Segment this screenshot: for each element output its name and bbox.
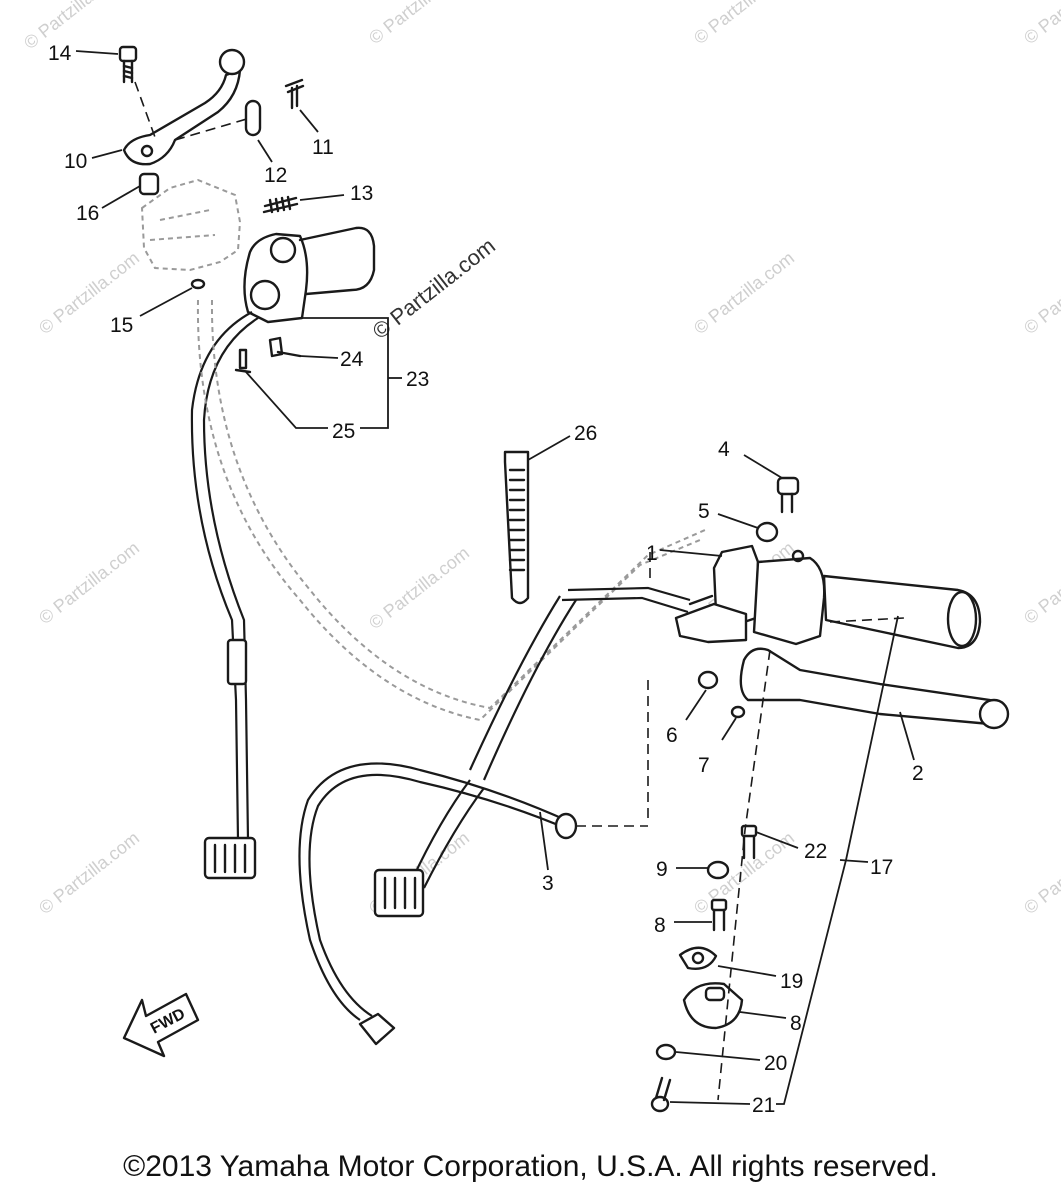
callout-21: 21 bbox=[752, 1094, 775, 1117]
callout-3: 3 bbox=[542, 872, 554, 895]
watermark: © Partzilla.com bbox=[35, 538, 143, 628]
switch-8 bbox=[682, 982, 744, 1030]
callout-8-lower: 8 bbox=[790, 1012, 802, 1035]
bolt-14 bbox=[118, 45, 138, 84]
nut-9 bbox=[706, 860, 730, 880]
spring-13 bbox=[262, 195, 299, 214]
connector-left bbox=[203, 836, 257, 880]
lever-2 bbox=[739, 647, 1010, 730]
forward-arrow: FWD bbox=[122, 992, 200, 1058]
lever-10 bbox=[122, 48, 246, 166]
pin-15 bbox=[190, 278, 206, 290]
washer-19 bbox=[678, 946, 718, 970]
copyright-notice: ©2013 Yamaha Motor Corporation, U.S.A. A… bbox=[123, 1150, 938, 1183]
watermark: © Partzilla.com bbox=[690, 248, 798, 338]
watermark: © Partzilla.com bbox=[1020, 538, 1061, 628]
callout-23: 23 bbox=[406, 368, 429, 391]
left-switch-cable bbox=[190, 311, 259, 841]
callout-15: 15 bbox=[110, 314, 133, 337]
watermark: © Partzilla.com bbox=[1020, 828, 1061, 918]
lever-holder-right bbox=[674, 544, 826, 646]
screw-24 bbox=[268, 336, 302, 358]
callout-labels: 14 10 11 12 13 16 15 24 23 25 26 4 5 1 6… bbox=[48, 42, 924, 1117]
callout-26: 26 bbox=[574, 422, 597, 445]
callout-25: 25 bbox=[332, 420, 355, 443]
tie-strap-26 bbox=[503, 450, 530, 605]
watermark: © Partzilla.com bbox=[690, 0, 798, 48]
callout-6: 6 bbox=[666, 724, 678, 747]
collar-16 bbox=[138, 172, 160, 196]
bolt-11 bbox=[284, 78, 305, 110]
watermark: © Partzilla.com bbox=[365, 0, 473, 48]
callout-17: 17 bbox=[870, 856, 893, 879]
callout-12: 12 bbox=[264, 164, 287, 187]
watermark: © Partzilla.com bbox=[365, 543, 473, 633]
screw-25 bbox=[234, 348, 252, 374]
terminal-end bbox=[358, 1012, 396, 1046]
callout-14: 14 bbox=[48, 42, 72, 65]
collar-6 bbox=[697, 670, 719, 690]
callout-9: 9 bbox=[656, 858, 668, 881]
collar-12 bbox=[244, 99, 262, 137]
washer-20 bbox=[655, 1043, 677, 1061]
right-grip bbox=[822, 574, 982, 650]
callout-19: 19 bbox=[780, 970, 803, 993]
callout-11: 11 bbox=[312, 136, 334, 159]
callout-4: 4 bbox=[718, 438, 730, 461]
cable-3 bbox=[298, 586, 691, 1021]
lever-holder-outline bbox=[140, 178, 242, 272]
callout-20: 20 bbox=[764, 1052, 787, 1075]
callout-1: 1 bbox=[646, 542, 658, 565]
diagram-canvas: © Partzilla.com © Partzilla.com © Partzi… bbox=[20, 0, 1061, 1117]
watermark: © Partzilla.com bbox=[35, 828, 143, 918]
handlebar-outline bbox=[196, 299, 706, 722]
callout-7: 7 bbox=[698, 754, 710, 777]
bolt-4 bbox=[776, 476, 800, 514]
left-handlebar-switch bbox=[243, 226, 376, 324]
watermark: © Partzilla.com bbox=[20, 0, 128, 53]
alignment-lines bbox=[134, 81, 905, 1101]
callout-10: 10 bbox=[64, 150, 87, 173]
callout-8-upper: 8 bbox=[654, 914, 666, 937]
callout-22: 22 bbox=[804, 840, 827, 863]
connector-right bbox=[373, 868, 425, 918]
bolt-8 bbox=[710, 898, 728, 932]
screw-21 bbox=[650, 1076, 672, 1113]
watermark: © Partzilla.com bbox=[1020, 248, 1061, 338]
leader-lines bbox=[75, 50, 915, 1105]
callout-13: 13 bbox=[350, 182, 373, 205]
pin-7 bbox=[730, 705, 746, 719]
watermark: © Partzilla.com bbox=[1020, 0, 1061, 48]
callout-2: 2 bbox=[912, 762, 924, 785]
callout-16: 16 bbox=[76, 202, 99, 225]
callout-24: 24 bbox=[340, 348, 364, 371]
washer-5 bbox=[755, 521, 779, 543]
callout-5: 5 bbox=[698, 500, 710, 523]
